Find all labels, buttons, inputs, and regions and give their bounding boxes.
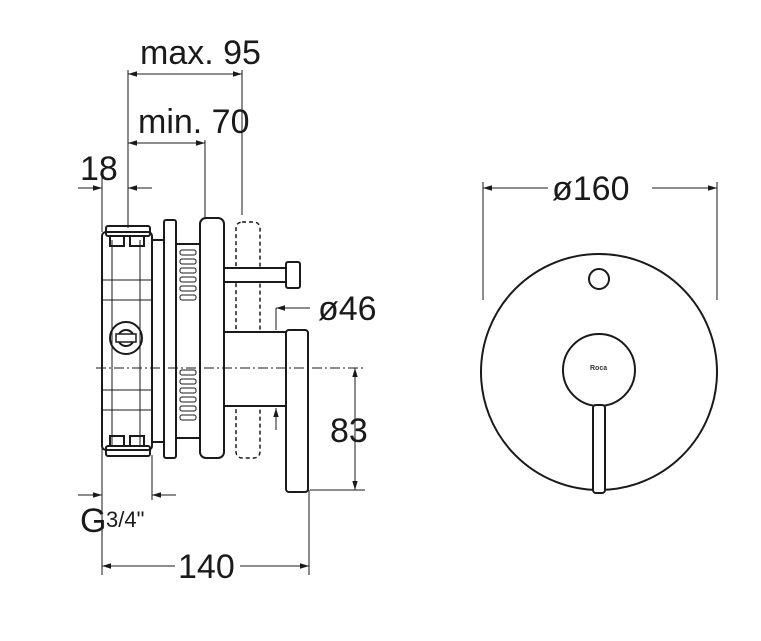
lever-height-label: 83 xyxy=(330,412,368,450)
total-length-label: 140 xyxy=(178,548,235,586)
dim-thread: G 3/4" xyxy=(78,492,176,540)
max-depth-label: max. 95 xyxy=(140,34,261,72)
thread-label: G xyxy=(80,502,106,540)
dim-wall-offset: 18 xyxy=(78,150,152,191)
sleeve-rib xyxy=(179,405,197,412)
sleeve-rib xyxy=(179,414,197,421)
rough-in-body xyxy=(101,225,153,457)
dim-lever-height: 83 xyxy=(310,368,368,491)
diverter-knob xyxy=(588,268,610,290)
sleeve-rib xyxy=(179,396,197,403)
sleeve-rib xyxy=(179,267,197,274)
mixer-lever xyxy=(223,329,309,493)
sleeve-rib xyxy=(179,387,197,394)
dim-plate-diameter: ø160 xyxy=(483,170,717,208)
sleeve-rib xyxy=(179,249,197,256)
sleeve-rib xyxy=(179,276,197,283)
wall-offset-label: 18 xyxy=(80,150,118,188)
sleeve-rib xyxy=(179,258,197,265)
min-depth-label: min. 70 xyxy=(138,103,250,141)
side-view: max. 95 min. 70 18 xyxy=(78,34,377,586)
thread-fraction-label: 3/4" xyxy=(106,507,144,532)
dim-flange-diameter: ø46 xyxy=(273,290,377,430)
sleeve-rib xyxy=(179,294,197,301)
sleeve-rib xyxy=(179,378,197,385)
dim-max-depth: max. 95 xyxy=(128,34,261,77)
front-view: ø160 Roca xyxy=(480,170,718,494)
brand-logo: Roca xyxy=(590,365,607,372)
wall-flange xyxy=(199,217,225,459)
front-lever xyxy=(592,404,606,494)
ribbed-sleeve xyxy=(151,219,201,459)
diverter-stem xyxy=(223,261,301,289)
sleeve-rib xyxy=(179,285,197,292)
flange-diameter-label: ø46 xyxy=(318,290,377,328)
plate-diameter-label: ø160 xyxy=(552,170,630,208)
dim-total-length: 140 xyxy=(102,548,309,586)
dim-min-depth: min. 70 xyxy=(128,103,250,146)
sleeve-rib xyxy=(179,369,197,376)
